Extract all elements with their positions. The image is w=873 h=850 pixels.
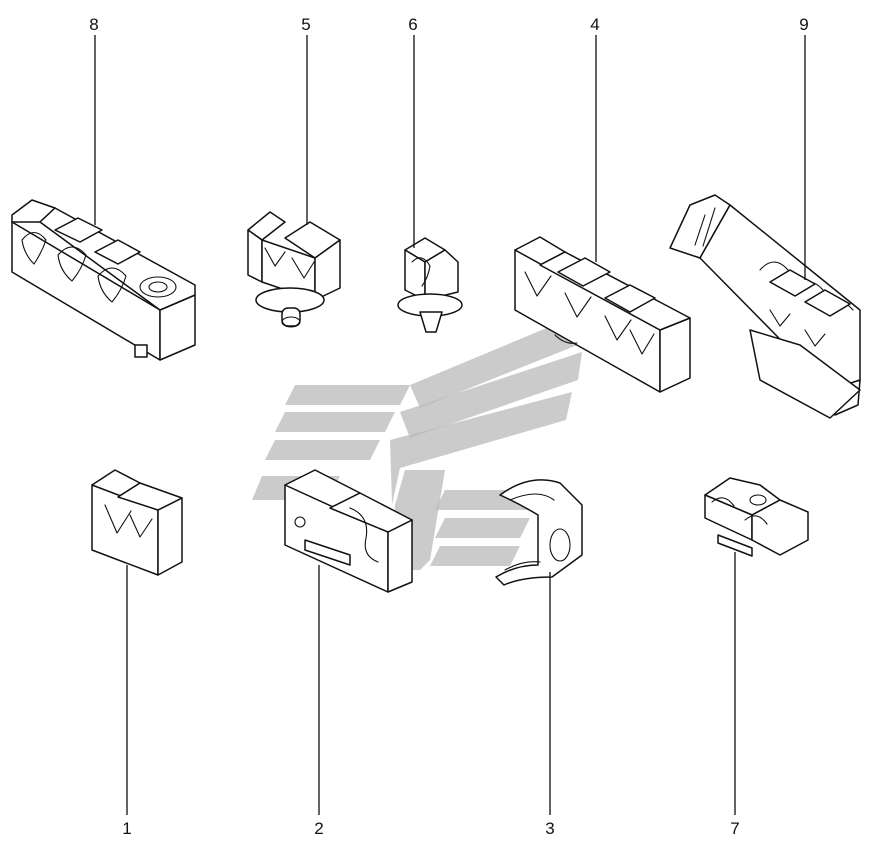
callout-number-8: 8 [89, 15, 98, 34]
callout-number-4: 4 [590, 15, 599, 34]
part-7-small-clip [704, 477, 809, 557]
callout-number-6: 6 [408, 15, 417, 34]
callout-number-3: 3 [545, 819, 554, 838]
part-2-square-clip [284, 469, 413, 593]
part-8-clip-block [11, 199, 196, 361]
part-3-spring-clip [495, 479, 583, 586]
part-4-triple-clip [514, 236, 691, 393]
part-1-v-clip [91, 469, 183, 576]
callout-number-5: 5 [301, 15, 310, 34]
part-5-twin-clip [247, 211, 341, 328]
callout-number-9: 9 [799, 15, 808, 34]
callout-number-7: 7 [730, 819, 739, 838]
callout-number-1: 1 [122, 819, 131, 838]
part-6-single-clip [397, 237, 463, 333]
callout-number-2: 2 [314, 819, 323, 838]
part-9-bracket-clip [669, 194, 861, 419]
logo-stripes-icon [252, 312, 590, 570]
